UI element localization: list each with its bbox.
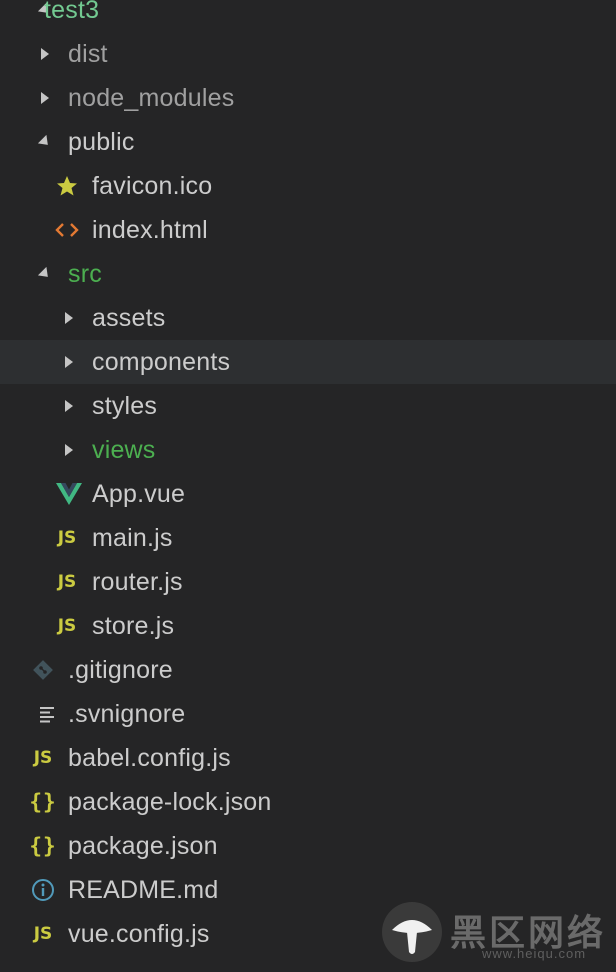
folder-label: src	[68, 260, 102, 288]
file-label: favicon.ico	[92, 172, 213, 200]
html-code-icon	[54, 208, 80, 252]
star-icon	[54, 164, 80, 208]
chevron-down-icon[interactable]	[32, 120, 58, 164]
file-svnignore[interactable]: .svnignore	[0, 692, 616, 736]
mushroom-logo-icon	[382, 902, 442, 962]
chevron-down-icon[interactable]	[32, 252, 58, 296]
folder-dist[interactable]: dist	[0, 32, 616, 76]
info-icon	[30, 868, 56, 912]
file-label: package.json	[68, 832, 218, 860]
file-router-js[interactable]: JS router.js	[0, 560, 616, 604]
folder-label: assets	[92, 304, 166, 332]
folder-label: components	[92, 348, 231, 376]
file-vue-config[interactable]: JS vue.config.js	[0, 912, 616, 956]
folder-styles[interactable]: styles	[0, 384, 616, 428]
json-braces-icon: {}	[29, 834, 57, 858]
file-label: babel.config.js	[68, 744, 231, 772]
watermark-text: 黑区网络	[450, 912, 607, 953]
folder-label: test3	[44, 0, 100, 24]
js-icon: JS	[57, 528, 77, 548]
folder-node-modules[interactable]: node_modules	[0, 76, 616, 120]
folder-public[interactable]: public	[0, 120, 616, 164]
file-label: App.vue	[92, 480, 186, 508]
file-label: store.js	[92, 612, 175, 640]
chevron-right-icon[interactable]	[56, 296, 82, 340]
file-favicon[interactable]: favicon.ico	[0, 164, 616, 208]
chevron-right-icon[interactable]	[56, 384, 82, 428]
chevron-right-icon[interactable]	[32, 32, 58, 76]
folder-label: styles	[92, 392, 158, 420]
folder-src[interactable]: src	[0, 252, 616, 296]
file-label: main.js	[92, 524, 173, 552]
js-icon: JS	[33, 748, 53, 768]
chevron-right-icon[interactable]	[56, 340, 82, 384]
file-index-html[interactable]: index.html	[0, 208, 616, 252]
text-lines-icon	[34, 692, 60, 736]
folder-label: public	[68, 128, 135, 156]
folder-label: dist	[68, 40, 108, 68]
js-icon: JS	[57, 616, 77, 636]
file-package-json[interactable]: {} package.json	[0, 824, 616, 868]
folder-views[interactable]: views	[0, 428, 616, 472]
vue-logo-icon	[56, 472, 82, 516]
js-icon: JS	[33, 924, 53, 944]
json-braces-icon: {}	[29, 790, 57, 814]
file-package-lock[interactable]: {} package-lock.json	[0, 780, 616, 824]
watermark-url: www.heiqu.com	[482, 946, 587, 961]
file-readme[interactable]: README.md	[0, 868, 616, 912]
js-icon: JS	[57, 572, 77, 592]
file-store-js[interactable]: JS store.js	[0, 604, 616, 648]
file-label: .gitignore	[68, 656, 173, 684]
folder-label: views	[92, 436, 156, 464]
folder-label: node_modules	[68, 84, 235, 112]
git-icon	[30, 648, 56, 692]
file-label: index.html	[92, 216, 208, 244]
file-babel-config[interactable]: JS babel.config.js	[0, 736, 616, 780]
folder-assets[interactable]: assets	[0, 296, 616, 340]
watermark: 黑区网络 www.heiqu.com	[378, 900, 608, 966]
file-main-js[interactable]: JS main.js	[0, 516, 616, 560]
chevron-right-icon[interactable]	[32, 76, 58, 120]
file-label: README.md	[68, 876, 219, 904]
file-label: vue.config.js	[68, 920, 210, 948]
file-label: router.js	[92, 568, 183, 596]
file-app-vue[interactable]: App.vue	[0, 472, 616, 516]
file-label: .svnignore	[68, 700, 186, 728]
folder-components[interactable]: components	[0, 340, 616, 384]
file-gitignore[interactable]: .gitignore	[0, 648, 616, 692]
folder-test3[interactable]: test3	[0, 0, 616, 32]
file-label: package-lock.json	[68, 788, 272, 816]
chevron-right-icon[interactable]	[56, 428, 82, 472]
